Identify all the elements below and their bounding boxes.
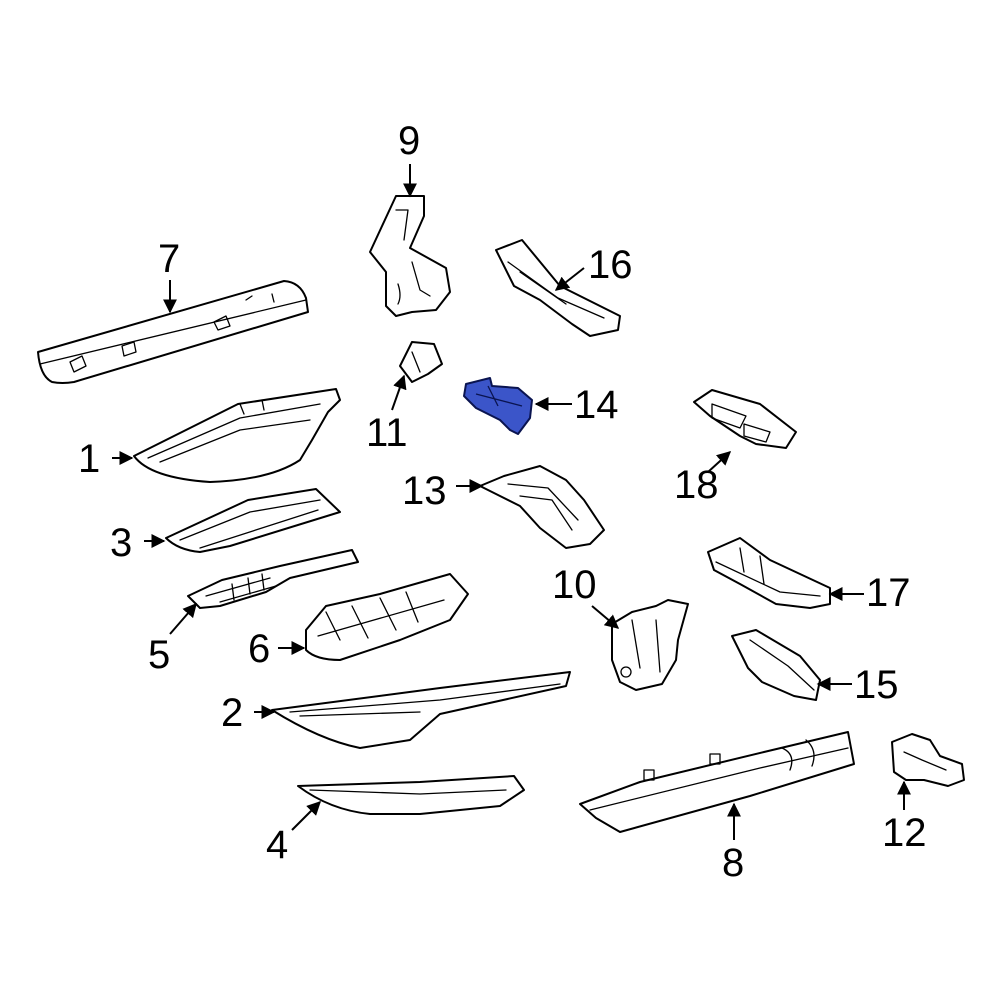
part-18-plate[interactable] bbox=[693, 389, 797, 449]
callout-16: 16 bbox=[588, 243, 633, 287]
callout-15: 15 bbox=[854, 663, 899, 707]
callout-14: 14 bbox=[574, 383, 619, 427]
leader-11 bbox=[391, 374, 407, 411]
part-14-bracket-highlighted[interactable] bbox=[463, 377, 533, 435]
callout-4: 4 bbox=[266, 823, 288, 867]
part-6-floor-panel[interactable] bbox=[305, 573, 469, 661]
callout-5: 5 bbox=[148, 633, 170, 677]
part-13-wheelhouse[interactable] bbox=[479, 465, 605, 549]
callout-9: 9 bbox=[398, 119, 420, 163]
part-2-side-sill[interactable] bbox=[271, 671, 571, 749]
callout-leaders bbox=[112, 164, 911, 840]
callout-18: 18 bbox=[674, 463, 719, 507]
part-5-bracket[interactable] bbox=[187, 549, 359, 609]
callout-1: 1 bbox=[78, 437, 100, 481]
part-11-gusset[interactable] bbox=[399, 341, 443, 383]
callout-13: 13 bbox=[402, 469, 447, 513]
callout-3: 3 bbox=[110, 521, 132, 565]
callout-8: 8 bbox=[722, 841, 744, 885]
callout-17: 17 bbox=[866, 571, 911, 615]
callout-11: 11 bbox=[366, 411, 408, 455]
callout-10: 10 bbox=[552, 563, 597, 607]
part-8-crossmember[interactable] bbox=[579, 731, 855, 833]
callout-6: 6 bbox=[248, 627, 270, 671]
part-7-rail[interactable] bbox=[37, 280, 309, 384]
part-3-reinforcement[interactable] bbox=[165, 488, 341, 553]
part-4-lower-rail[interactable] bbox=[297, 775, 525, 815]
leader-5 bbox=[169, 602, 197, 635]
leader-18 bbox=[707, 451, 732, 473]
part-10-pillar-bracket[interactable] bbox=[611, 599, 689, 691]
callout-labels: 1 2 3 4 5 6 7 8 9 10 11 12 13 14 15 16 1… bbox=[78, 119, 927, 885]
leader-4 bbox=[291, 801, 321, 831]
callout-12: 12 bbox=[882, 811, 927, 855]
leader-10 bbox=[591, 605, 620, 629]
part-17-support[interactable] bbox=[707, 537, 831, 609]
part-12-bracket[interactable] bbox=[891, 733, 965, 787]
callout-2: 2 bbox=[221, 691, 243, 735]
leader-16 bbox=[554, 267, 585, 291]
callout-7: 7 bbox=[158, 237, 180, 281]
part-1-floor-pan[interactable] bbox=[133, 388, 341, 483]
part-15-channel[interactable] bbox=[731, 629, 821, 701]
part-9-pillar-bracket[interactable] bbox=[369, 195, 451, 317]
